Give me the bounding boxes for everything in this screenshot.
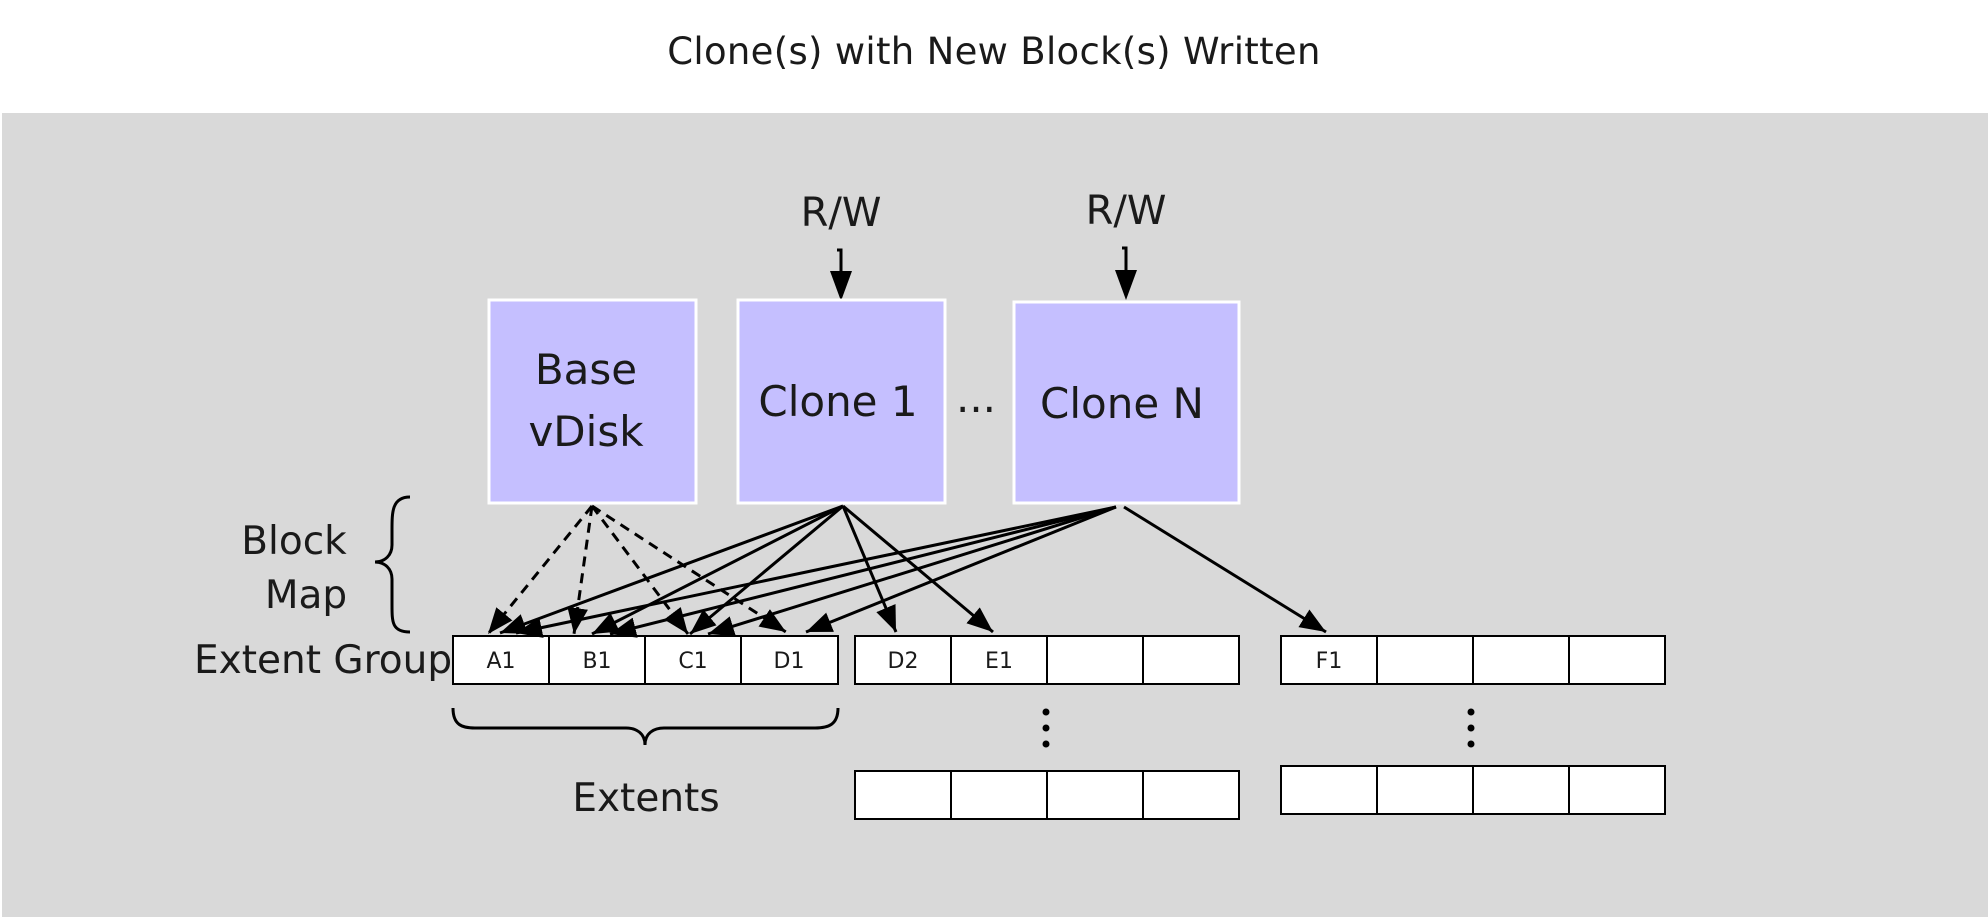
block-map-label-line1: Block [241,519,347,564]
extent-group-3-vertical-ellipsis [1467,708,1475,748]
extents-brace [451,707,840,746]
clone-n-vdisk: Clone N [1012,300,1241,505]
extent-f1: F1 [1316,649,1343,674]
extent-group-2: D2 E1 [854,635,1240,685]
diagram-title: Clone(s) with New Block(s) Written [667,30,1321,73]
clone1-rw-arrowhead [830,271,852,301]
extent-d2: D2 [888,649,919,674]
extent-e1: E1 [985,649,1013,674]
extent-group-3-lower [1280,765,1666,815]
base-vdisk-label-line2: vDisk [528,407,644,456]
base-vdisk-block-map-arrows [486,504,787,635]
clone-n-block-map-arrows [515,505,1327,638]
extent-group-2-vertical-ellipsis [1042,708,1050,748]
clone-1-label: Clone 1 [758,377,917,426]
clone-1-vdisk: Clone 1 [736,298,947,505]
cloneN-rw-arrow [1122,246,1128,275]
extent-b1: B1 [582,649,611,674]
clone1-rw-arrow [837,248,843,276]
cloneN-rw-arrowhead [1115,270,1137,300]
block-map-brace [374,495,411,634]
base-vdisk: Base vDisk [487,298,698,505]
extent-a1: A1 [486,649,515,674]
extent-c1: C1 [678,649,707,674]
clone1-rw-label: R/W [801,190,882,236]
clone-n-label: Clone N [1040,379,1204,428]
vdisk-ellipsis: ... [956,373,996,422]
extent-group-1: A1 B1 C1 D1 [452,635,839,685]
extents-label: Extents [572,776,719,821]
extent-group-label: Extent Group [194,638,452,683]
extent-group-2-lower [854,770,1240,820]
base-vdisk-label-line1: Base [535,345,637,394]
cloneN-rw-label: R/W [1086,188,1167,234]
extent-d1: D1 [774,649,805,674]
extent-group-3: F1 [1280,635,1666,685]
block-map-label-line2: Map [265,573,347,618]
clone-1-block-map-arrows [499,504,994,636]
